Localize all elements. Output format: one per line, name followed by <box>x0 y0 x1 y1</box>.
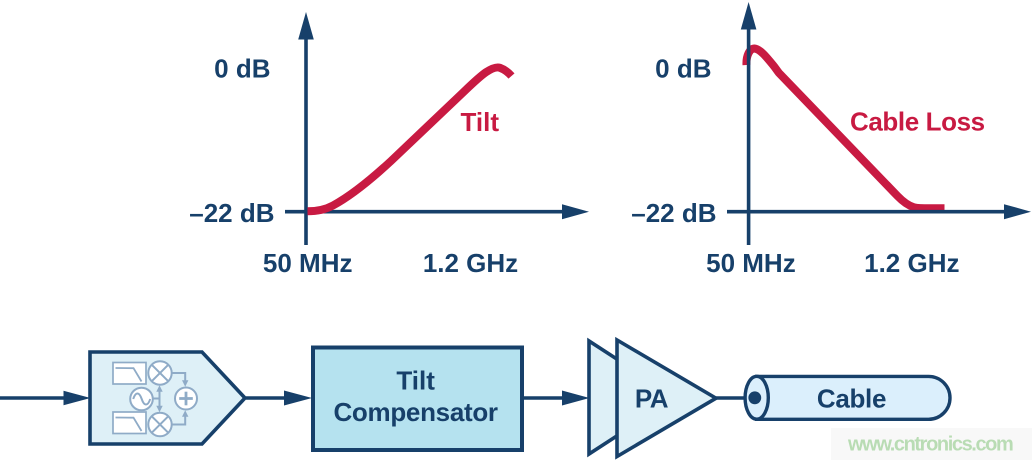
svg-text:Compensator: Compensator <box>333 397 497 427</box>
svg-text:50 MHz: 50 MHz <box>263 248 353 278</box>
svg-text:–22 dB: –22 dB <box>189 198 274 228</box>
svg-text:Tilt: Tilt <box>396 366 435 396</box>
svg-text:1.2 GHz: 1.2 GHz <box>423 248 518 278</box>
svg-text:0 dB: 0 dB <box>214 53 270 83</box>
svg-text:Tilt: Tilt <box>461 107 500 137</box>
svg-text:Cable: Cable <box>817 384 886 414</box>
svg-text:0 dB: 0 dB <box>655 53 711 83</box>
svg-text:Cable Loss: Cable Loss <box>850 107 985 137</box>
svg-text:www.cntronics.com: www.cntronics.com <box>847 434 1013 456</box>
svg-text:1.2 GHz: 1.2 GHz <box>864 248 959 278</box>
svg-text:PA: PA <box>635 384 669 414</box>
svg-text:–22 dB: –22 dB <box>631 198 716 228</box>
svg-text:50 MHz: 50 MHz <box>706 248 796 278</box>
